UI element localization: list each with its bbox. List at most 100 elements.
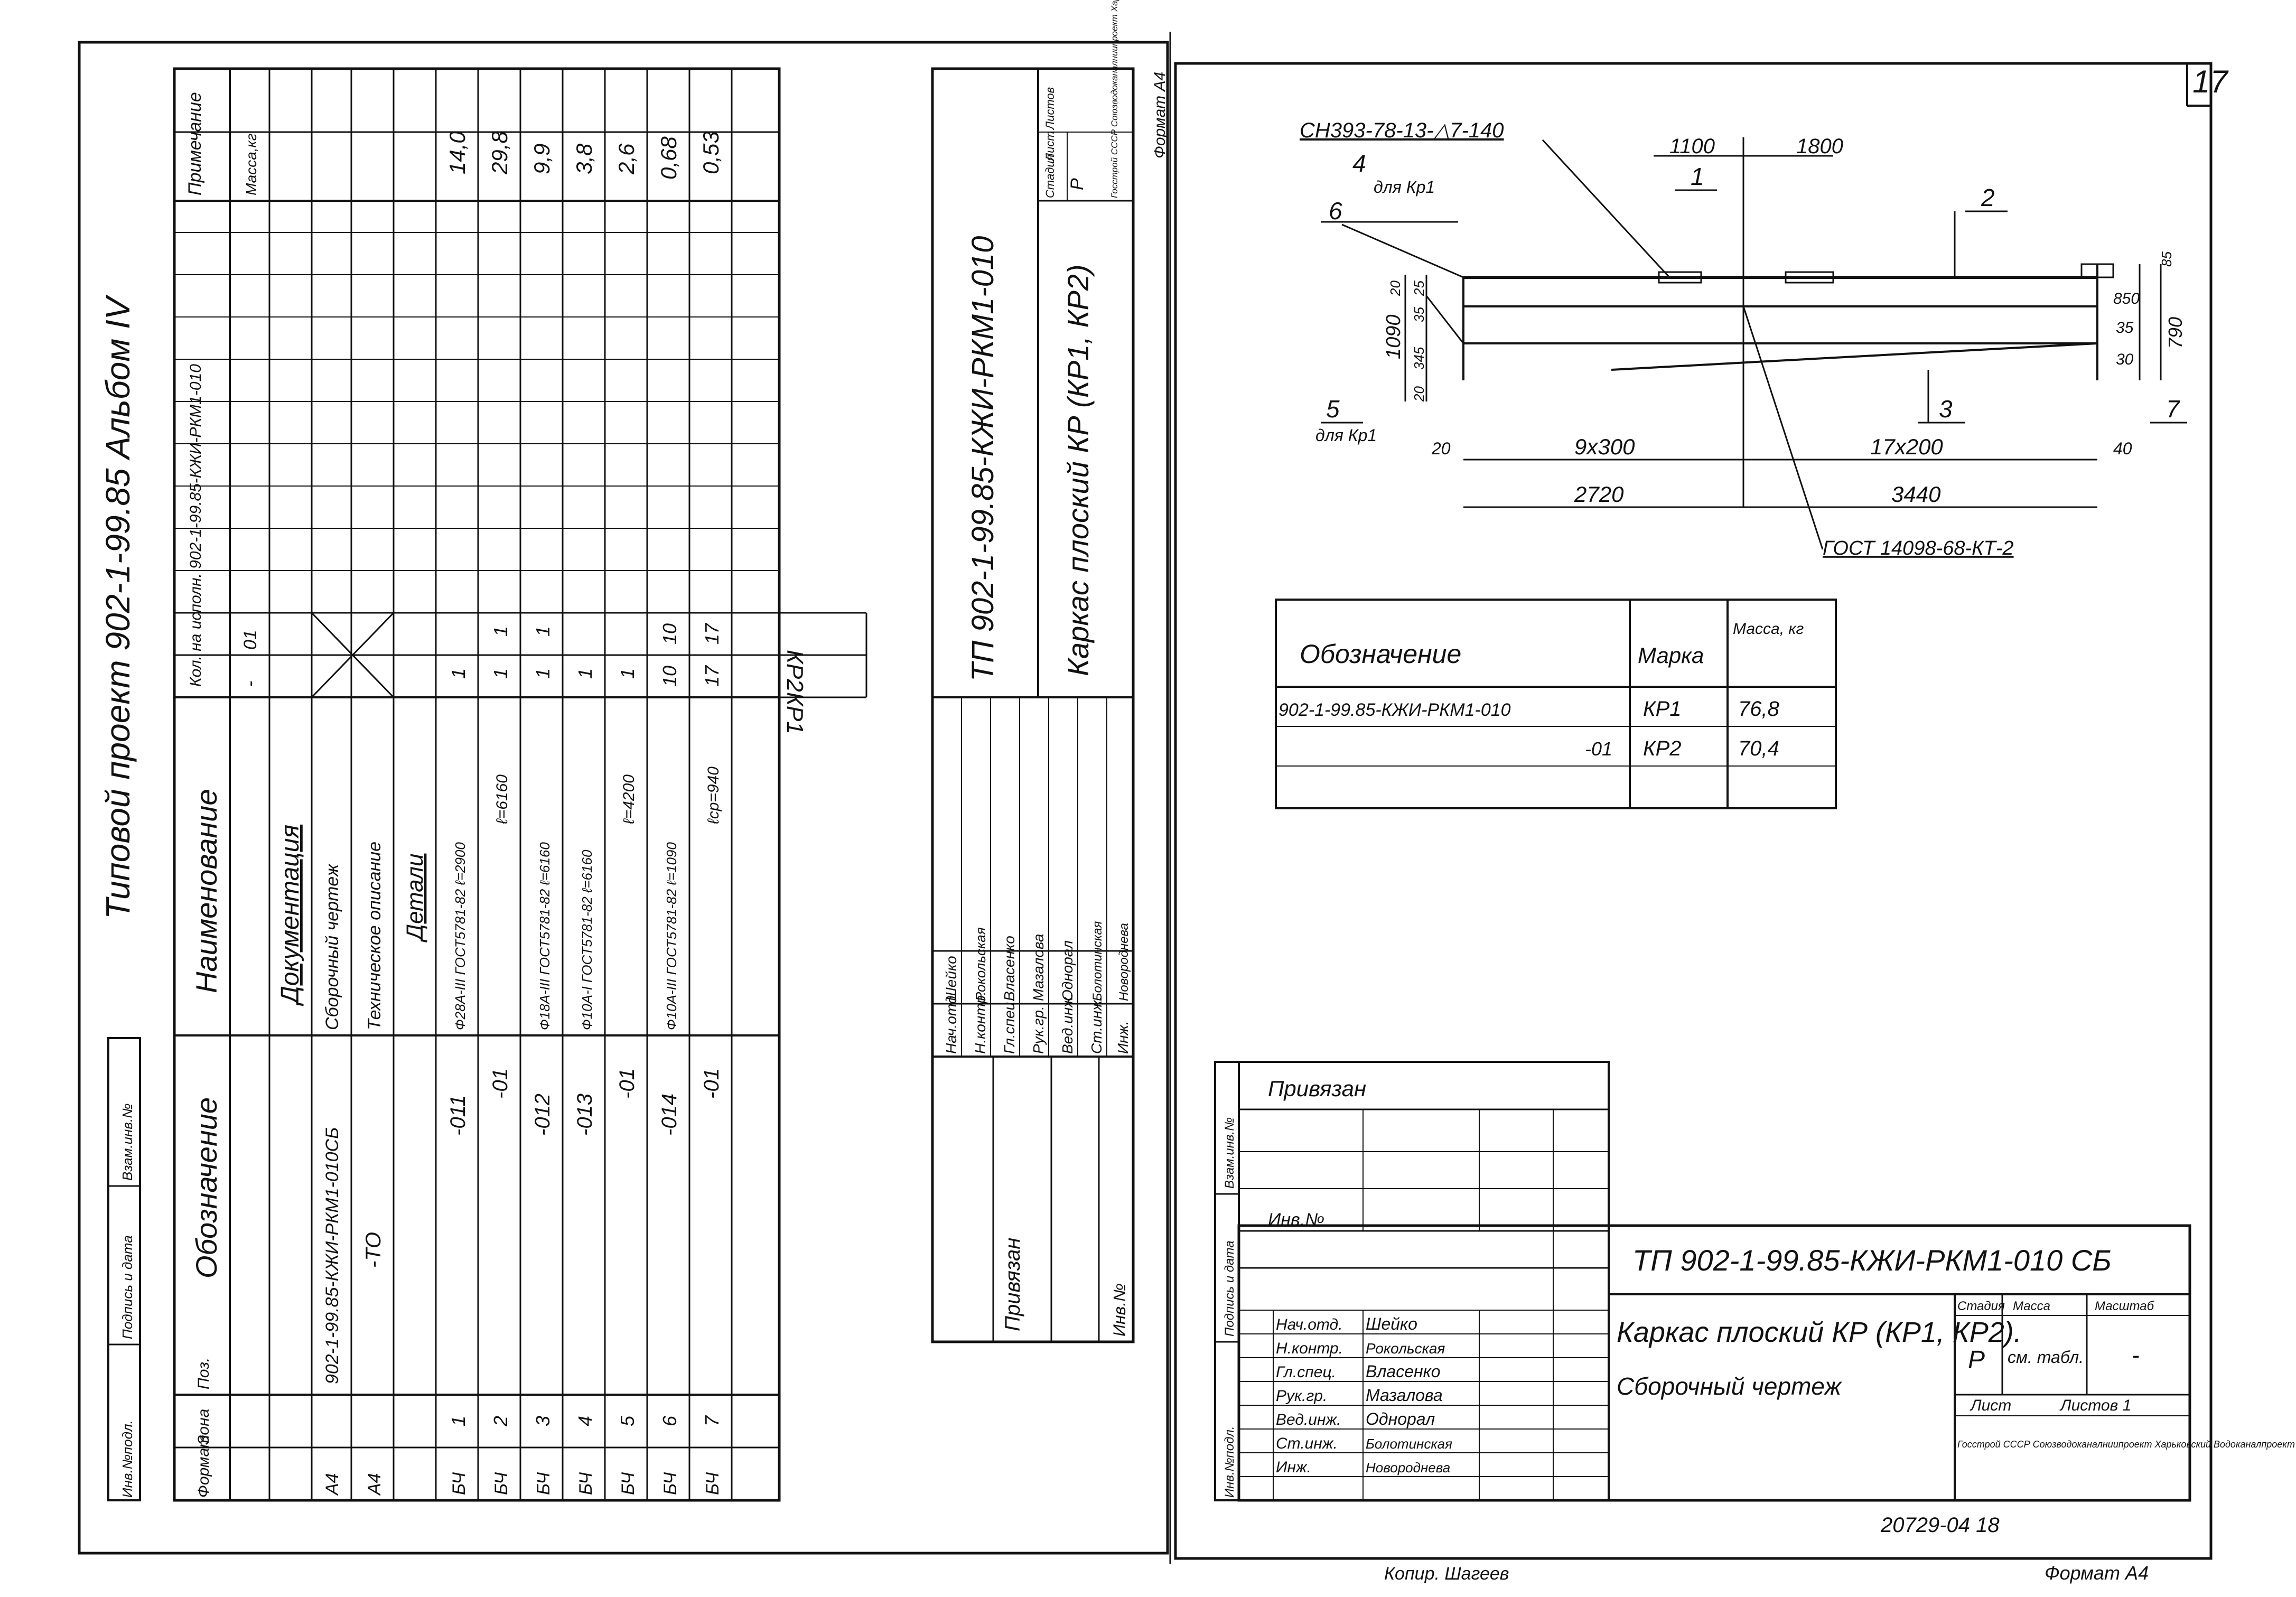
spec-cell-q2: 1 [532, 626, 554, 637]
dim-right-4: 30 [2116, 351, 2134, 368]
spec-cell-q1: 10 [659, 666, 680, 687]
r-tb-mass-head: Масса [2013, 1299, 2050, 1313]
marks-r1-designation: 902-1-99.85-КЖИ-РКМ1-010 [1278, 700, 1511, 720]
spec-cell-pos: 7 [701, 1415, 723, 1426]
r-bound: Привязан [1268, 1076, 1366, 1101]
spec-cell-name: Техническое описание [365, 842, 385, 1030]
signer-role: Нач.отд. [1276, 1316, 1342, 1333]
spec-cell-name: ℓ=6160 [493, 774, 511, 825]
dim-right-2: 850 [2113, 290, 2140, 307]
signer-name: Однорал [1059, 940, 1076, 1001]
note-kr1-bottom: для Кр1 [1315, 426, 1377, 445]
signer-role: Инж. [1276, 1459, 1311, 1476]
spec-cell-mass: 9,9 [529, 144, 554, 174]
signer-name: Рокольская [973, 927, 988, 1001]
r-tb-stage-head: Стадия [1957, 1299, 2005, 1313]
spec-cell-mass: 29,8 [487, 131, 512, 175]
spec-cell-format: БЧ [703, 1472, 723, 1495]
hdr-mass-unit: Масса,кг [243, 133, 259, 195]
dim-top-2: 1800 [1796, 135, 1843, 158]
callout-5: 5 [1326, 395, 1340, 423]
footer-code: 20729-04 18 [1880, 1514, 2000, 1537]
signer-name: Мазалова [1030, 934, 1047, 1002]
callout-2: 2 [1981, 184, 1995, 211]
spec-table [173, 67, 781, 1502]
spec-row-4: БЧ 1 -011 Ф28А-III ГОСТ5781-82 ℓ=2900 1 … [445, 131, 470, 1495]
left-tb-title: Каркас плоский КР (КР1, КР2) [1061, 264, 1095, 676]
spec-cell-format: БЧ [449, 1472, 469, 1495]
spec-cell-name: Ф10А-I ГОСТ5781-82 ℓ=6160 [579, 849, 595, 1030]
spec-cell-format: А4 [322, 1473, 342, 1496]
dim-left-2: 345 [1411, 347, 1427, 370]
spec-row-2: А4 -ТО Техническое описание [362, 842, 385, 1496]
spec-footer-marks: КР1 КР2 [779, 612, 867, 734]
signer-name: Новороднева [1366, 1460, 1450, 1475]
left-tb-inv: Инв.№ [1110, 1283, 1129, 1337]
frame-drawing [1462, 263, 2114, 380]
left-tb-code: ТП 902-1-99.85-КЖИ-РКМ1-010 [966, 236, 1000, 681]
spec-cell-format: БЧ [491, 1472, 511, 1495]
left-tb-stage: Р [1067, 178, 1087, 190]
r-tb-signers: Нач.отд. Шейко Н.контр. Рокольская Гл.сп… [1276, 1314, 1452, 1476]
signer-role: Гл.спец. [1276, 1363, 1336, 1381]
signer-role: Рук.гр. [1276, 1387, 1327, 1405]
footer-mark-kr2: КР2 [782, 650, 808, 692]
left-side-stamp: Инв.№подл. Подпись и дата Взам.инв.№ [107, 1037, 141, 1501]
spec-row-7: БЧ 4 -013 Ф10А-I ГОСТ5781-82 ℓ=6160 1 3,… [572, 143, 596, 1495]
ref-top: СН393-78-13-△7-140 [1300, 119, 1504, 142]
spec-cell-mass: 14,0 [445, 131, 470, 174]
signer-name: Шейко [943, 956, 959, 1001]
spec-cell-pos: 3 [532, 1416, 554, 1426]
signer-role: Н.контр. [972, 991, 988, 1054]
callout-1: 1 [1691, 163, 1704, 190]
spec-cell-pos: 1 [447, 1416, 469, 1426]
r-stamp-inv-podl: Инв.№подл. [1222, 1426, 1237, 1498]
stamp-vzam-inv: Взам.инв.№ [119, 1104, 135, 1181]
dim-right-1: 85 [2159, 251, 2174, 267]
signer-role: Вед.инж. [1276, 1411, 1341, 1428]
left-tb-signers: Нач.отд. Шейко Н.контр. Рокольская Гл.сп… [943, 921, 1131, 1054]
spec-cell-designation: -01 [489, 1068, 512, 1099]
dim-left-4: 20 [1411, 386, 1427, 402]
signer-role: Ст.инж. [1276, 1435, 1338, 1452]
r-stamp-vzam-inv: Взам.инв.№ [1222, 1117, 1237, 1189]
r-tb-org: Госстрой СССР Союзводоканалниипроект Хар… [1957, 1439, 2295, 1450]
spec-cell-format: БЧ [576, 1472, 596, 1495]
footer-format: Формат А4 [2045, 1562, 2149, 1584]
note-kr1-top: для Кр1 [1374, 178, 1435, 197]
hdr-name: Наименование [190, 789, 223, 993]
footer-mark-kr1: КР1 [782, 692, 808, 734]
r-tb-subtitle: Сборочный чертеж [1617, 1372, 1842, 1400]
marks-r2-mark: КР2 [1643, 737, 1682, 760]
signer-name: Однорал [1366, 1409, 1435, 1428]
dim-bot-3: 17x200 [1870, 434, 1943, 459]
spec-section-details: Детали [402, 854, 428, 943]
marks-h-designation: Обозначение [1300, 639, 1461, 669]
callout-3: 3 [1939, 395, 1953, 423]
signer-name: Власенко [1366, 1362, 1441, 1381]
marks-r1-mass: 76,8 [1738, 697, 1780, 721]
left-tb-format: Формат А4 [1151, 72, 1169, 158]
dim-bot-2: 9x300 [1574, 434, 1635, 459]
spec-cell-format: БЧ [534, 1472, 554, 1495]
spec-row-1: А4 902-1-99.85-КЖИ-РКМ1-010СБ Сборочный … [322, 863, 342, 1496]
marks-r1-mark: КР1 [1643, 697, 1682, 721]
marks-r2-mass: 70,4 [1738, 737, 1779, 760]
spec-row-8: БЧ 5 -01 ℓ=4200 1 2,6 [614, 143, 639, 1495]
spec-cell-designation: -01 [700, 1068, 723, 1099]
signer-name: Мазалова [1366, 1386, 1443, 1405]
spec-cell-designation: 902-1-99.85-КЖИ-РКМ1-010СБ [322, 1127, 342, 1384]
spec-cell-q1: 1 [490, 668, 511, 679]
hdr-pos: Поз. [195, 1358, 212, 1389]
marks-table [1275, 599, 1837, 809]
callout-4: 4 [1352, 150, 1366, 177]
footer-copied: Копир. Шагеев [1384, 1564, 1509, 1584]
dim-bot-1: 20 [1431, 439, 1451, 458]
dim-top-1: 1100 [1669, 135, 1715, 158]
spec-cell-pos: 2 [490, 1416, 511, 1427]
spec-cell-format: БЧ [660, 1472, 680, 1495]
spec-cell-pos: 4 [574, 1416, 596, 1426]
spec-cell-q1: 1 [574, 668, 596, 679]
dim-left-6: 20 [1387, 281, 1403, 296]
signer-role: Инж. [1115, 1021, 1131, 1054]
